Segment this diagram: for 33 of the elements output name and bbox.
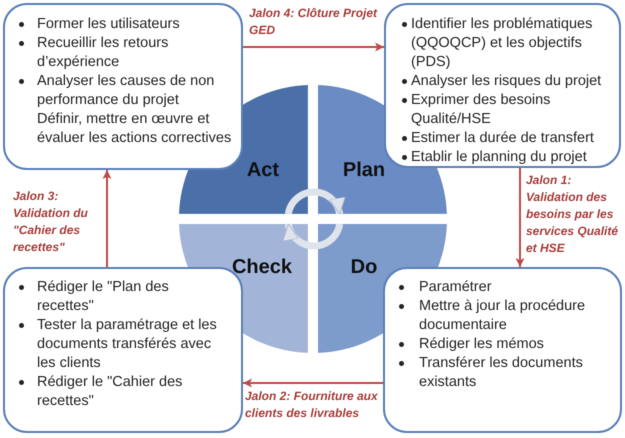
quadrant-label: Check <box>232 255 292 279</box>
rounded-box <box>384 3 621 168</box>
arrow <box>102 170 112 267</box>
list-item-text: Identifier les problématiques (QQOQCP) et les objectifs (PDS) <box>411 15 594 72</box>
list-item-text: Estimer la durée de transfert <box>411 129 595 148</box>
rounded-box <box>3 3 243 170</box>
list-item-text: Définir, mettre en œuvre et évaluer les actions correctives <box>37 110 232 148</box>
rounded-box <box>383 267 622 433</box>
list-item-text: Former les utilisateurs <box>37 15 181 34</box>
arrow <box>243 42 384 52</box>
edge-label: Jalon 3: Validation du "Cahier des recettes" <box>13 188 89 256</box>
edge-label: Jalon 4: Clôture Projet GED <box>249 5 378 39</box>
edge-label: Jalon 2: Fourniture aux clients des livrables <box>245 388 379 422</box>
list-item-text: Analyser les causes de non performance du projet <box>37 72 216 110</box>
list-item-text: Paramétrer <box>419 278 493 297</box>
list-item-text: Exprimer des besoins Qualité/HSE <box>411 91 552 129</box>
list-item-text: Tester la paramétrage et les documents transférés avec les clients <box>37 316 218 373</box>
list-item-text: Analyser les risques du projet <box>411 72 602 91</box>
arrow <box>516 168 524 267</box>
quadrant-label: Do <box>350 255 378 279</box>
curved-arrow <box>284 223 344 250</box>
list-item-text: Mettre à jour la procédure documentaire <box>419 297 586 335</box>
arrow <box>243 378 383 388</box>
list-item-text: Rédiger les mémos <box>419 335 545 354</box>
list-item-text: Transférer les documents existants <box>419 354 584 392</box>
list-item-text: Rédiger le "Cahier des recettes" <box>37 373 184 411</box>
list-item-text: Etablir le planning du projet <box>411 148 588 167</box>
quadrant-label: Plan <box>342 158 386 182</box>
list-item-text: Recueillir les retours d’expérience <box>37 34 170 72</box>
edge-label: Jalon 1: Validation des besoins par les services Qualité et HSE <box>526 172 620 257</box>
list-item-text: Rédiger le "Plan des recettes" <box>37 278 170 316</box>
curved-arrow <box>284 188 344 215</box>
quadrant-label: Act <box>246 158 280 182</box>
